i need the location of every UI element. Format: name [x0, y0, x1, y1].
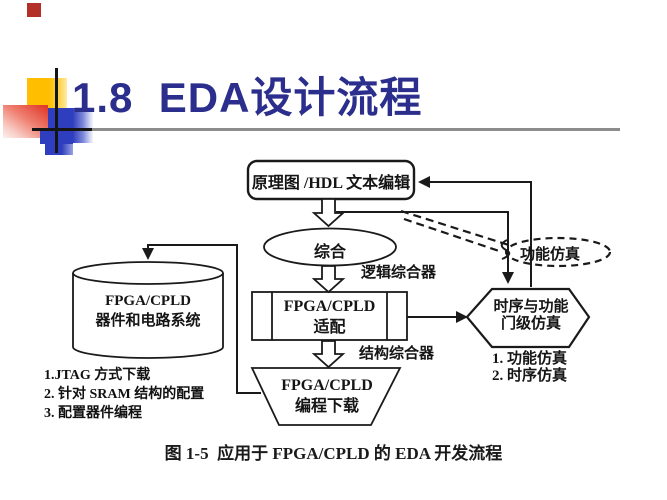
download-note-item: 2. 针对 SRAM 结构的配置	[44, 387, 205, 402]
sim-type-item: 2. 时序仿真	[492, 368, 568, 384]
arrowhead-into-hexagon-left	[456, 311, 468, 323]
dashed-link-upper	[400, 209, 513, 248]
tap-connector	[336, 211, 509, 275]
device-cylinder-label: FPGA/CPLD 器件和电路系统	[73, 291, 223, 331]
device-line1: FPGA/CPLD	[105, 293, 191, 309]
feedback-connector	[426, 181, 532, 287]
title-deco-vertical-line	[55, 68, 58, 153]
corner-accent-square	[27, 3, 41, 17]
dashed-link-lower	[403, 217, 503, 254]
functional-sim-bubble-label: 功能仿真	[520, 247, 581, 263]
title-deco-blue-tab-lower	[45, 144, 73, 155]
block-arrow-edit-to-synth	[311, 198, 346, 228]
device-cylinder-top	[72, 261, 224, 285]
fit-box-label: FPGA/CPLD 适配	[252, 296, 407, 338]
simulation-hexagon-label: 时序与功能 门级仿真	[475, 299, 587, 333]
simulation-hexagon-shape	[465, 287, 591, 349]
download-trapezoid-label: FPGA/CPLD 编程下载	[262, 375, 392, 417]
figure-caption: 图 1-5 应用于 FPGA/CPLD 的 EDA 开发流程	[164, 444, 503, 463]
edit-box-label: 原理图 /HDL 文本编辑	[251, 175, 411, 192]
struct-synthesizer-label: 结构综合器	[359, 346, 435, 362]
fit-box-line2: 适配	[313, 319, 346, 336]
synthesis-label: 综合	[313, 244, 346, 261]
sim-hex-line2: 门级仿真	[500, 316, 561, 332]
device-line2: 器件和电路系统	[95, 313, 201, 329]
download-line1: FPGA/CPLD	[281, 377, 373, 394]
download-line2: 编程下载	[294, 398, 359, 415]
arrowhead-into-cylinder	[142, 248, 154, 260]
title-deco-yellow-square	[27, 78, 67, 109]
device-cylinder-body	[72, 273, 224, 359]
download-to-device-connector	[147, 244, 261, 394]
download-trapezoid-shape	[250, 367, 402, 426]
simulation-types-list: 1. 功能仿真 2. 时序仿真	[492, 351, 567, 385]
download-note-item: 3. 配置器件编程	[44, 406, 142, 421]
logic-synthesizer-label: 逻辑综合器	[361, 265, 437, 281]
page-title: 1.8 EDA设计流程	[72, 74, 423, 121]
sim-type-item: 1. 功能仿真	[492, 351, 568, 367]
title-rule-gray-segment	[92, 128, 620, 131]
sim-hex-line1: 时序与功能	[493, 299, 569, 315]
fit-box-line1: FPGA/CPLD	[283, 298, 376, 315]
download-notes-list: 1.JTAG 方式下载 2. 针对 SRAM 结构的配置 3. 配置器件编程	[44, 366, 204, 423]
block-arrow-fit-to-download	[311, 340, 346, 369]
block-arrow-synth-to-fit	[311, 265, 346, 294]
download-note-item: 1.JTAG 方式下载	[44, 368, 151, 383]
arrowhead-into-edit-box	[418, 176, 430, 188]
arrowhead-into-hexagon-top	[502, 272, 514, 284]
functional-sim-bubble-outline	[504, 236, 612, 268]
title-rule-black-segment	[32, 128, 92, 131]
